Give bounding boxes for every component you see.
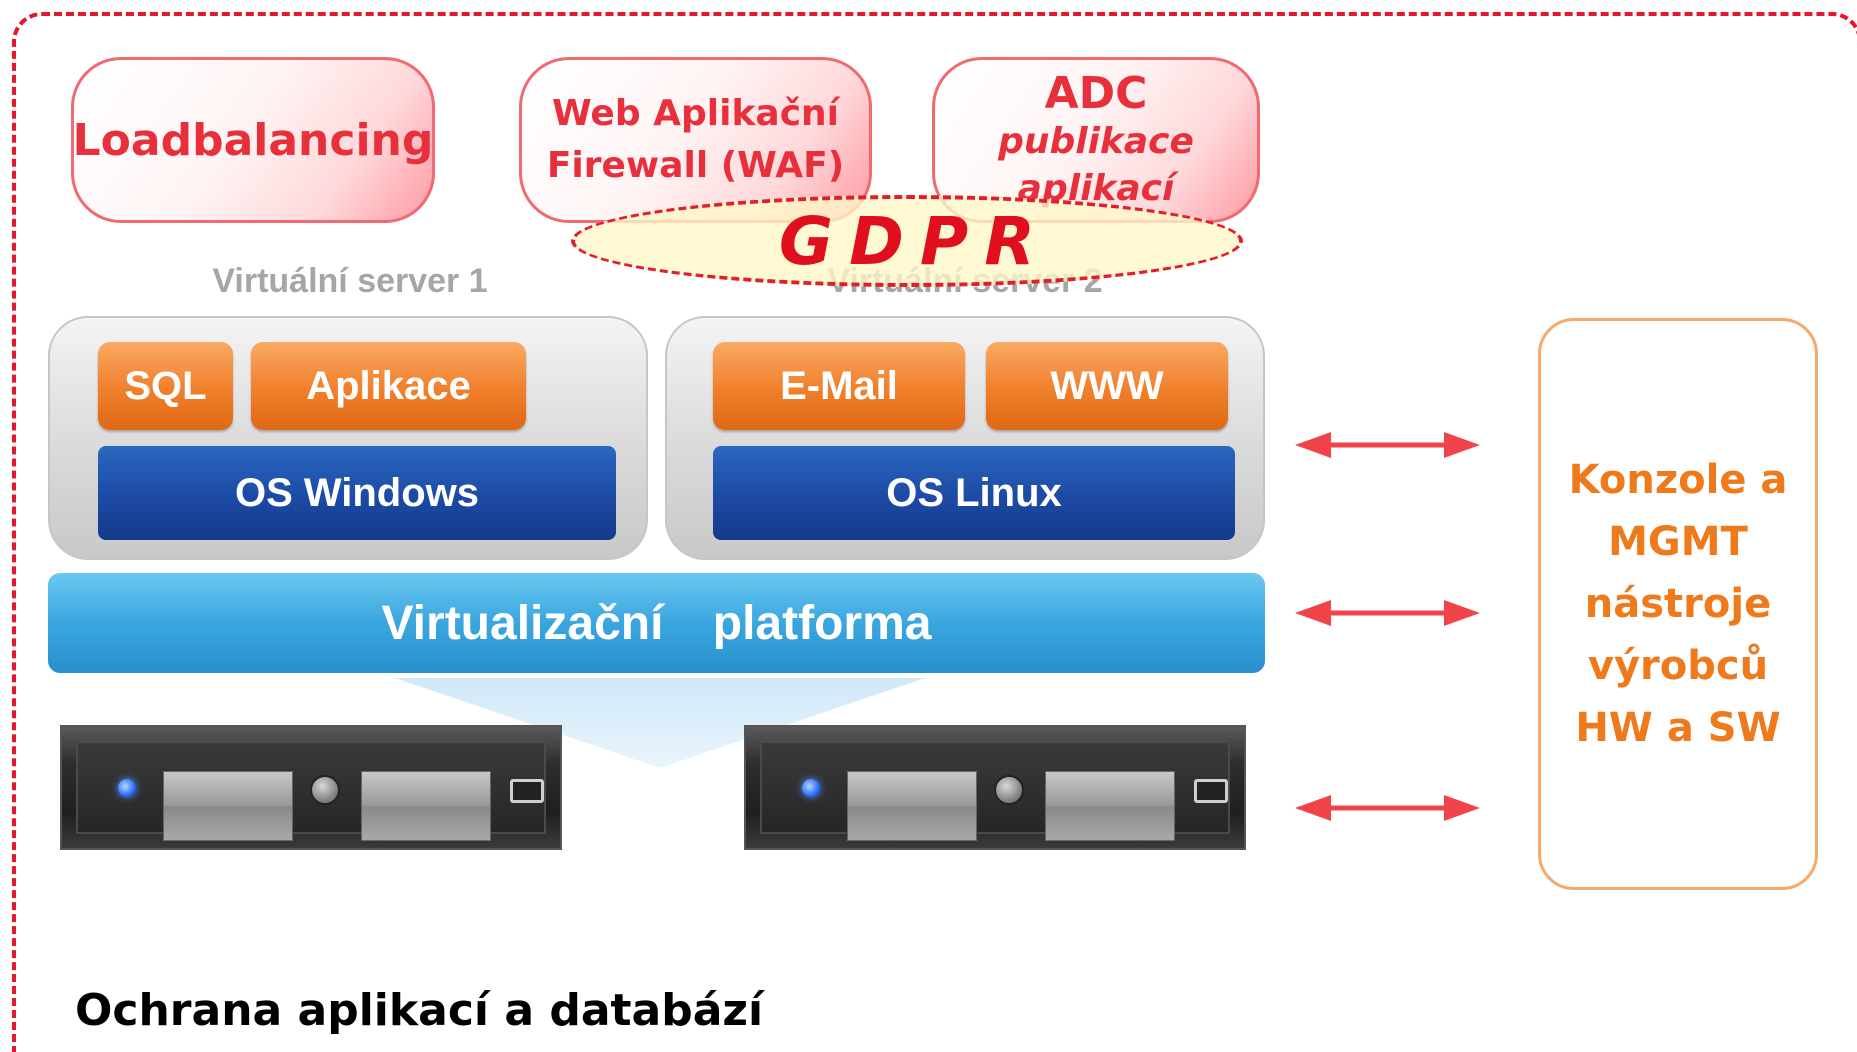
waf-label-line1: Web Aplikační (552, 92, 839, 134)
app-aplikace: Aplikace (251, 342, 526, 430)
management-line: výrobců (1587, 643, 1769, 689)
gdpr-label: GDPR (778, 202, 1052, 280)
double-arrow-icon (1295, 795, 1480, 821)
management-line: nástroje (1584, 581, 1772, 627)
power-button-icon (994, 774, 1024, 805)
app-email: E-Mail (713, 342, 965, 430)
management-label: Konzole a MGMT nástroje výrobců HW a SW (1569, 449, 1788, 759)
drive-bay-icon (361, 771, 491, 841)
drive-bay-icon (1045, 771, 1175, 841)
outer-dashed-frame (12, 12, 1857, 1052)
adc-box: ADC publikace aplikací (932, 57, 1260, 223)
os-windows: OS Windows (98, 446, 616, 540)
management-console-box: Konzole a MGMT nástroje výrobců HW a SW (1538, 318, 1818, 890)
diagram-caption: Ochrana aplikací a databází (75, 985, 764, 1036)
virtualization-platform-bar: Virtualizační platforma (48, 573, 1265, 673)
virtual-server-1-label: Virtuální server 1 (212, 262, 488, 300)
app-sql: SQL (98, 342, 233, 430)
management-line: MGMT (1608, 519, 1748, 565)
loadbalancing-box: Loadbalancing (71, 57, 435, 223)
port-icon (510, 778, 544, 803)
waf-label-line2: Firewall (WAF) (546, 145, 845, 186)
hardware-server-1 (60, 725, 562, 850)
app-www: WWW (986, 342, 1228, 430)
adc-label: ADC (1044, 67, 1148, 119)
power-button-icon (310, 774, 340, 805)
power-led-icon (802, 778, 820, 797)
server-front-panel (760, 741, 1230, 841)
double-arrow-icon (1295, 432, 1480, 458)
management-line: HW a SW (1575, 705, 1781, 751)
loadbalancing-label: Loadbalancing (72, 114, 434, 166)
adc-sublabel-line1: publikace (998, 120, 1194, 162)
server-front-panel (76, 741, 546, 841)
drive-bay-icon (847, 771, 977, 841)
management-line: Konzole a (1568, 457, 1788, 503)
os-linux: OS Linux (713, 446, 1235, 540)
power-led-icon (118, 778, 136, 797)
hardware-server-2 (744, 725, 1246, 850)
gdpr-ellipse: GDPR (571, 195, 1243, 287)
drive-bay-icon (163, 771, 293, 841)
waf-box: Web Aplikační Firewall (WAF) (519, 57, 872, 223)
port-icon (1194, 778, 1228, 803)
double-arrow-icon (1295, 600, 1480, 626)
